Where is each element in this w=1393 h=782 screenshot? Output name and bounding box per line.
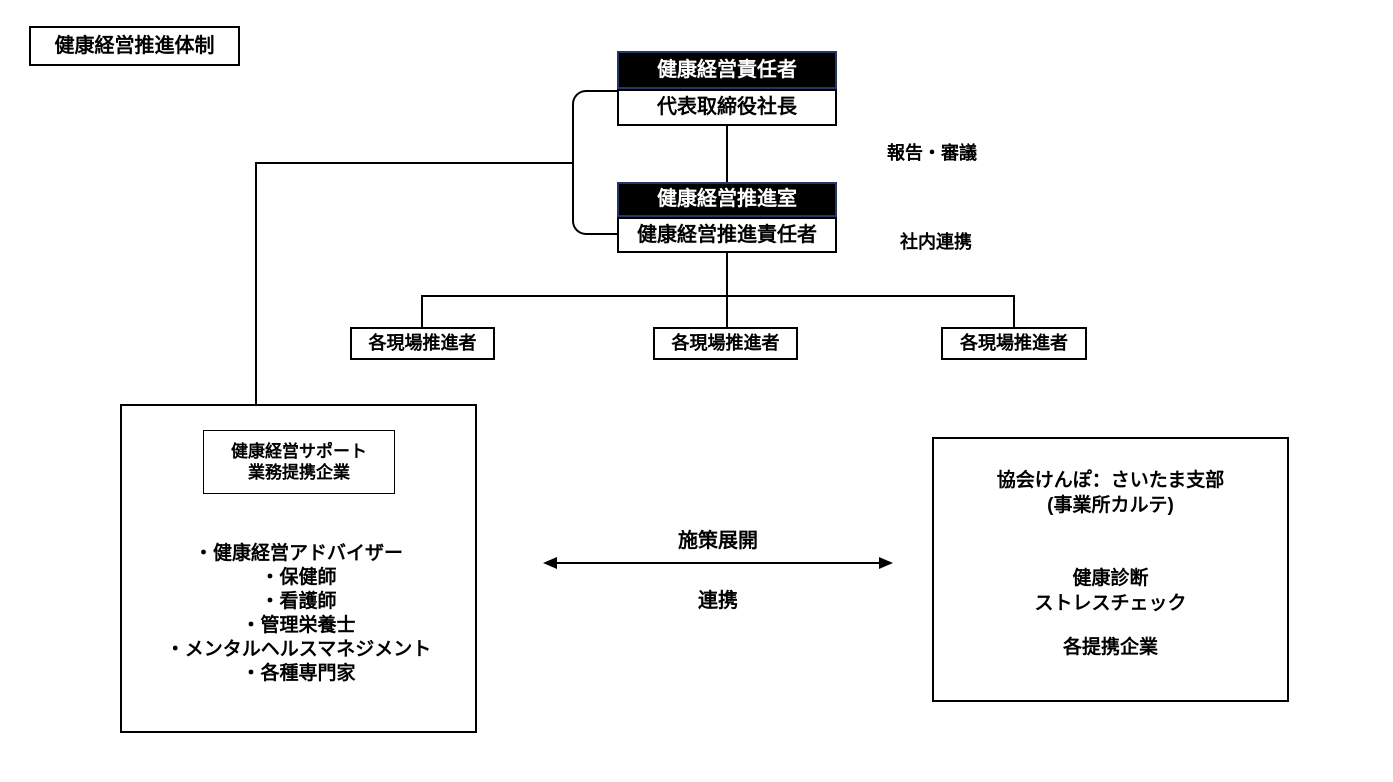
connector-drop-site3 (1013, 296, 1015, 328)
support-items-list: ・健康経営アドバイザー ・保健師 ・看護師 ・管理栄養士 ・メンタルヘルスマネジ… (120, 542, 477, 686)
promotion-office-role-box: 健康経営推進室 (617, 182, 837, 217)
site-promoter-label-3: 各現場推進者 (960, 333, 1068, 354)
promotion-office-role-label: 健康経営推進室 (657, 188, 797, 210)
partner-group-association: 協会けんぽ：さいたま支部 (事業所カルテ) (932, 468, 1289, 518)
list-item: ・管理栄養士 (241, 615, 356, 636)
arrow-bottom-label: 連携 (698, 590, 738, 612)
connector-bus-horizontal (421, 295, 1015, 297)
partner-line-checkup: 健康診断 (1072, 568, 1149, 589)
connector-office-to-bus (726, 253, 728, 328)
support-header-box: 健康経営サポート 業務提携企業 (203, 430, 395, 494)
partner-line-companies: 各提携企業 (1062, 637, 1158, 658)
partner-line-karte: (事業所カルテ) (1047, 495, 1174, 516)
site-promoter-label-1: 各現場推進者 (368, 333, 477, 354)
site-promoter-box-1: 各現場推進者 (350, 327, 495, 360)
list-item: ・保健師 (260, 567, 337, 588)
support-header-line2: 業務提携企業 (248, 463, 350, 482)
site-promoter-label-2: 各現場推進者 (671, 333, 780, 354)
promotion-office-holder-box: 健康経営推進責任者 (617, 217, 837, 253)
connector-left-vertical (255, 162, 257, 405)
partner-box (932, 437, 1289, 702)
executive-role-label: 健康経営責任者 (657, 58, 797, 81)
list-item: ・看護師 (260, 591, 337, 612)
executive-role-box: 健康経営責任者 (617, 51, 837, 89)
diagram-title-box: 健康経営推進体制 (29, 26, 240, 66)
connector-left-horizontal (255, 162, 574, 164)
connector-exec-to-office (726, 126, 728, 183)
cooperation-arrow-line (551, 562, 885, 564)
list-item: ・各種専門家 (241, 663, 356, 684)
annotation-internal-cooperation: 社内連携 (900, 232, 972, 252)
partner-group-companies: 各提携企業 (932, 635, 1289, 660)
bracket-connector (572, 90, 617, 235)
list-item: ・健康経営アドバイザー (193, 543, 403, 564)
support-header-text: 健康経営サポート 業務提携企業 (231, 441, 367, 484)
partner-line-stresscheck: ストレスチェック (1034, 593, 1187, 614)
list-item: ・メンタルヘルスマネジメント (165, 639, 432, 660)
arrow-head-right (879, 557, 893, 569)
arrow-top-label: 施策展開 (678, 530, 758, 552)
site-promoter-box-2: 各現場推進者 (653, 327, 798, 360)
annotation-report: 報告・審議 (887, 143, 977, 163)
partner-group-checks: 健康診断 ストレスチェック (932, 566, 1289, 616)
connector-drop-site1 (421, 296, 423, 328)
promotion-office-holder-label: 健康経営推進責任者 (637, 223, 817, 246)
arrow-head-left (543, 557, 557, 569)
executive-holder-label: 代表取締役社長 (657, 96, 797, 118)
support-header-line1: 健康経営サポート (231, 441, 367, 461)
diagram-title: 健康経営推進体制 (54, 34, 215, 57)
executive-holder-box: 代表取締役社長 (617, 89, 837, 126)
site-promoter-box-3: 各現場推進者 (941, 327, 1087, 360)
partner-line-association: 協会けんぽ：さいたま支部 (996, 470, 1225, 491)
